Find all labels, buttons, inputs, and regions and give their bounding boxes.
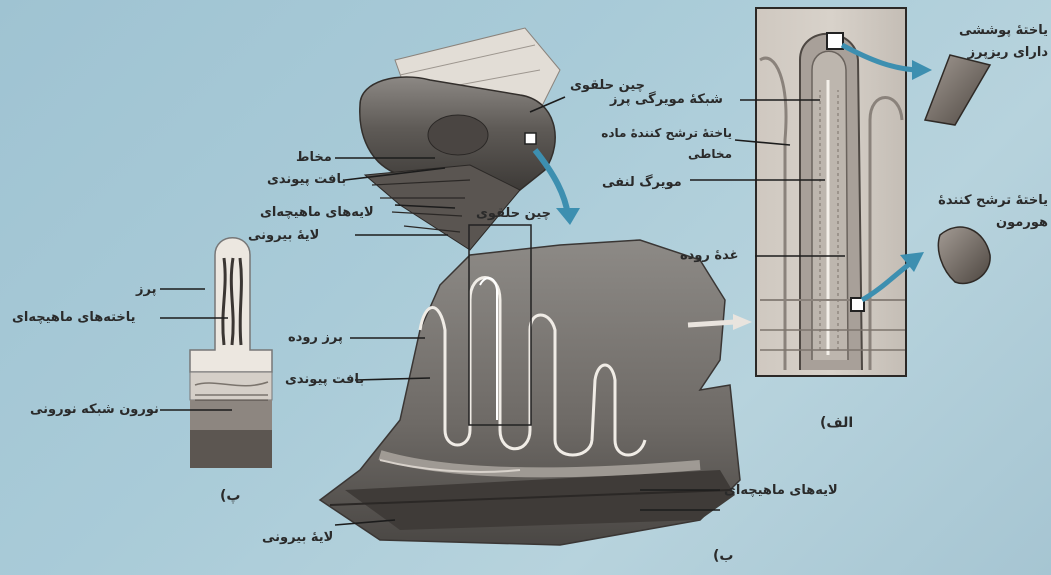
panel-p-letter: پ) [220, 488, 240, 504]
label-connective-tissue-mid: بافت پیوندی [285, 372, 364, 387]
label-outer-layer-bottom: لایهٔ بیرونی [262, 530, 333, 545]
label-muscle-layers: لایه‌های ماهیچه‌ای [260, 205, 374, 220]
label-connective-tissue: بافت پیوندی [267, 172, 346, 187]
arrow-section-to-panel-a [688, 322, 735, 325]
epithelial-cell [925, 55, 990, 125]
label-outer-layer: لایهٔ بیرونی [248, 228, 319, 243]
label-hormone-secreting-cell: یاختهٔ ترشح کنندهٔ هورمون [930, 190, 1048, 234]
label-mucosa: مخاط [296, 150, 332, 165]
label-epithelial-cell: یاختهٔ پوششی دارای ریزپرز [930, 20, 1048, 64]
panel-a-letter: الف) [820, 415, 853, 431]
label-villus: پرز [136, 282, 156, 297]
intestine-wall-section [320, 225, 740, 545]
label-mucus-secreting-cell: یاختهٔ ترشح کنندهٔ ماده مخاطی [567, 123, 732, 165]
label-circular-fold: چین حلقوی [570, 78, 645, 93]
label-muscle-cells: یاخته‌های ماهیچه‌ای [12, 310, 136, 325]
arrow-head-right-icon [733, 314, 752, 330]
hormone-cell [938, 227, 990, 283]
label-lacteal: مویرگ لنفی [602, 175, 682, 190]
panel-p-villus [190, 238, 272, 468]
label-circular-fold-mid: چین حلقوی [476, 206, 551, 221]
label-neurons: نورون شبکه نورونی [30, 402, 159, 417]
label-villus-capillary-network: شبکهٔ مویرگی پرز [610, 92, 723, 107]
arrow-head-right-icon [912, 60, 932, 80]
panel-b-letter: ب) [713, 548, 733, 564]
label-muscle-layers-bottom: لایه‌های ماهیچه‌ای [724, 483, 838, 498]
label-intestinal-gland: غدهٔ روده [680, 248, 739, 263]
label-intestinal-villi: پرز روده [288, 330, 343, 345]
arrow-head-down-icon [556, 208, 580, 225]
